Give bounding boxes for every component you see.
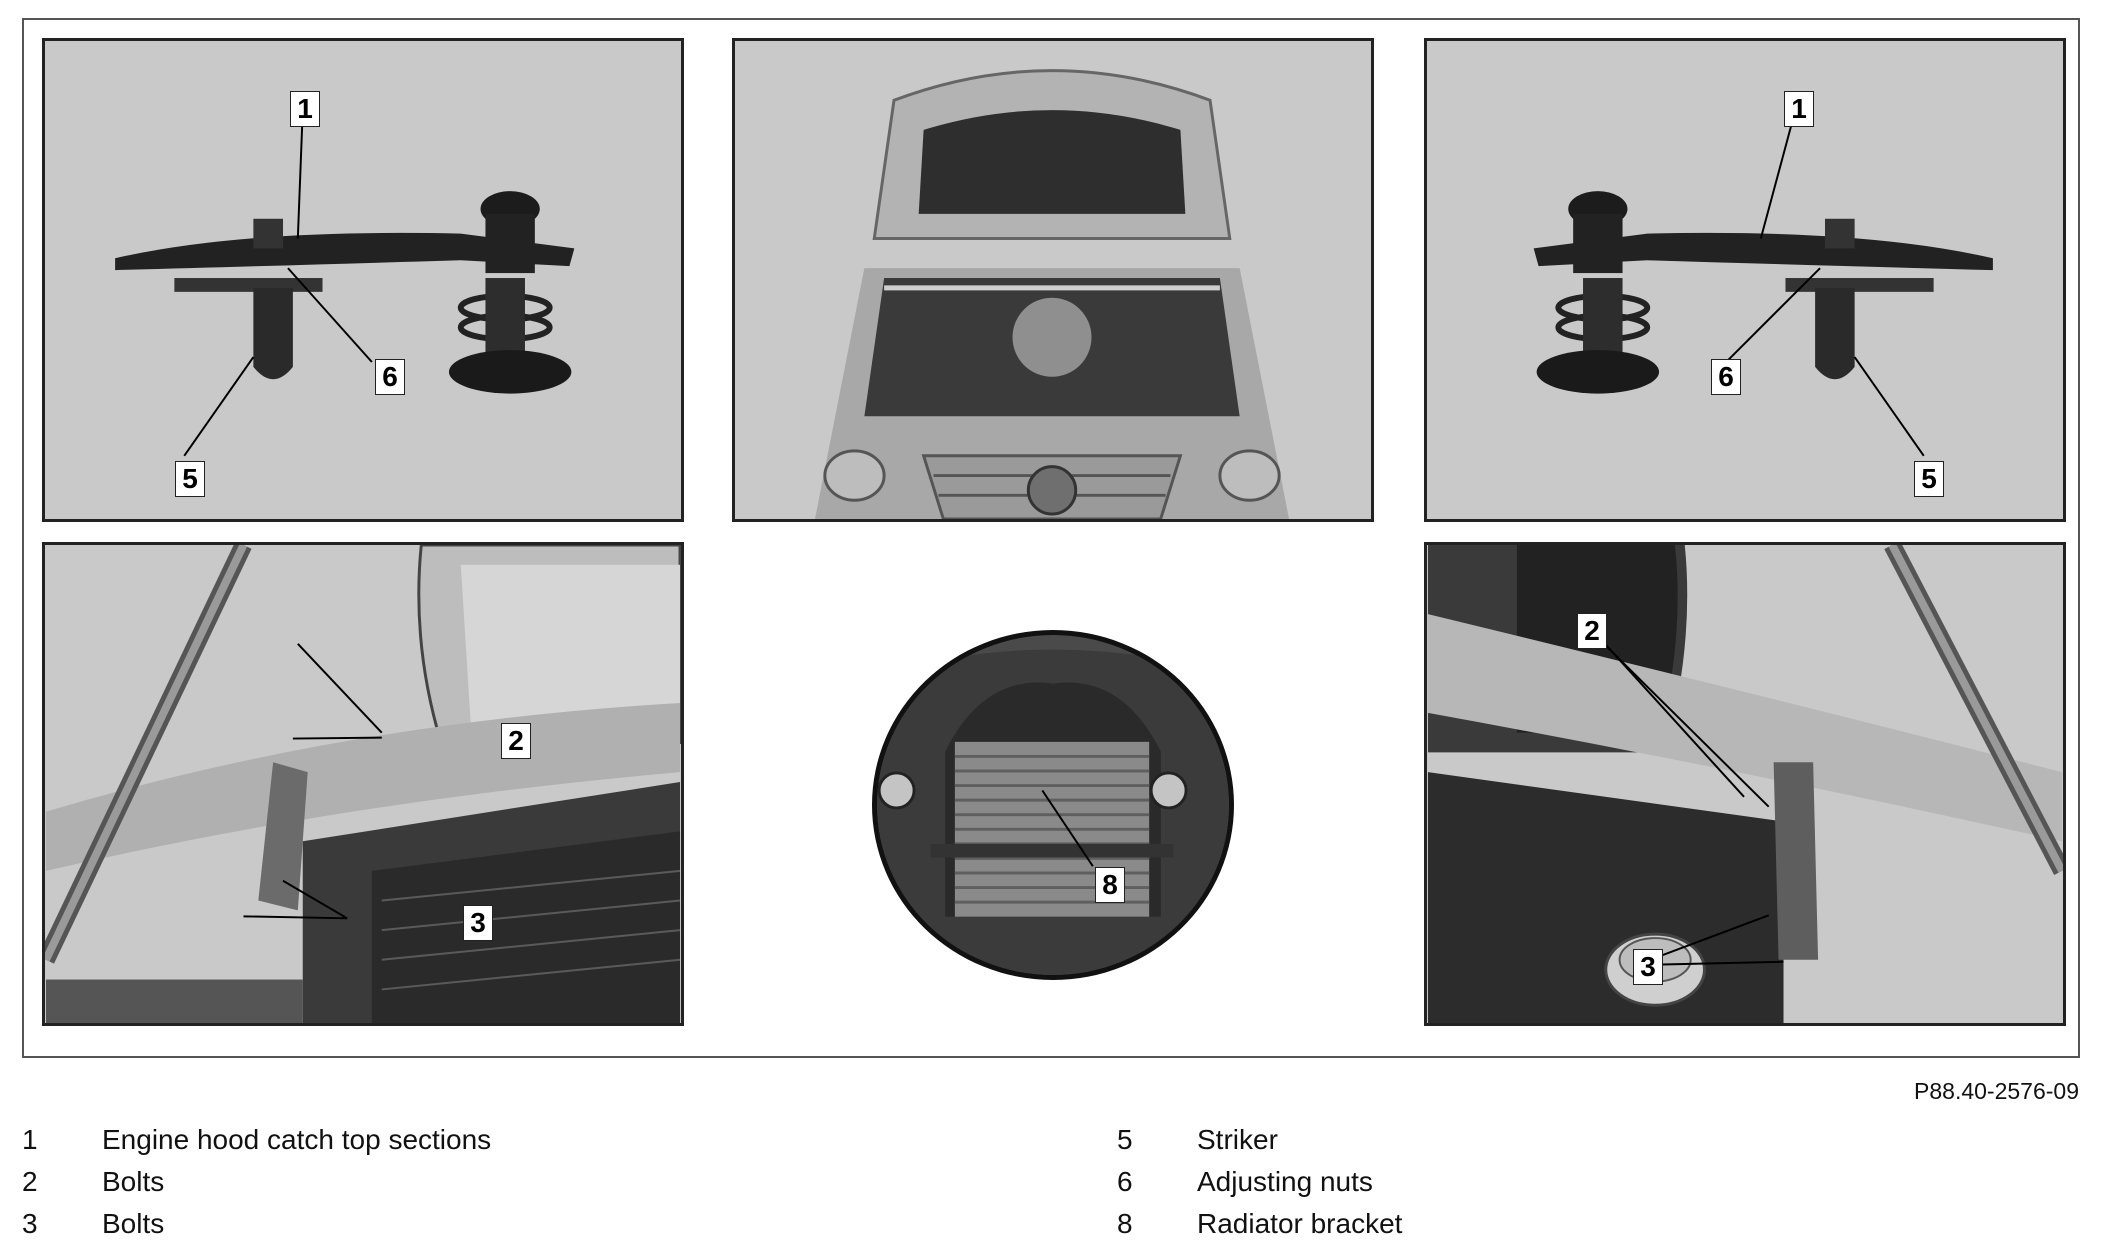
panel-hood-catch-right: 1 6 5	[1424, 38, 2066, 522]
legend-number: 2	[22, 1166, 38, 1197]
callout-5-left: 5	[175, 461, 205, 497]
legend-number: 3	[22, 1208, 38, 1239]
callout-6-left: 6	[375, 359, 405, 395]
panel-bolts-left: 2 3	[42, 542, 684, 1026]
legend-label: Bolts	[102, 1166, 165, 1197]
legend-number: 1	[22, 1124, 38, 1155]
legend-label: Engine hood catch top sections	[102, 1124, 492, 1155]
hood-catch-right-drawing	[1533, 109, 1993, 457]
callout-1-left: 1	[290, 91, 320, 127]
callout-2-right: 2	[1577, 613, 1607, 649]
callout-6-right: 6	[1711, 359, 1741, 395]
callout-3-left: 3	[463, 905, 493, 941]
callout-1-right: 1	[1784, 91, 1814, 127]
legend-label: Bolts	[102, 1208, 165, 1239]
callout-3-right: 3	[1633, 949, 1663, 985]
hood-catch-left-drawing	[115, 110, 575, 457]
bolts-left-drawing	[45, 545, 681, 1023]
callout-5-right: 5	[1914, 461, 1944, 497]
callout-2-left: 2	[501, 723, 531, 759]
legend-number: 5	[1117, 1124, 1133, 1155]
panel-vehicle-front	[732, 38, 1374, 522]
figure-frame: 1 6 5	[22, 18, 2080, 1058]
vehicle-front-drawing	[814, 69, 1290, 519]
panel-bolts-right: 2 3	[1424, 542, 2066, 1026]
panel-hood-catch-left: 1 6 5	[42, 38, 684, 522]
radiator-bracket-drawing	[877, 649, 1229, 975]
legend-label: Striker	[1197, 1124, 1278, 1155]
bolts-right-drawing	[1427, 545, 2063, 1023]
detail-radiator-bracket: 8	[872, 630, 1234, 980]
legend-number: 8	[1117, 1208, 1133, 1239]
figure-id: P88.40-2576-09	[1914, 1078, 2079, 1104]
legend-label: Radiator bracket	[1197, 1208, 1403, 1239]
callout-8: 8	[1095, 867, 1125, 903]
legend-label: Adjusting nuts	[1197, 1166, 1373, 1197]
legend-number: 6	[1117, 1166, 1133, 1197]
